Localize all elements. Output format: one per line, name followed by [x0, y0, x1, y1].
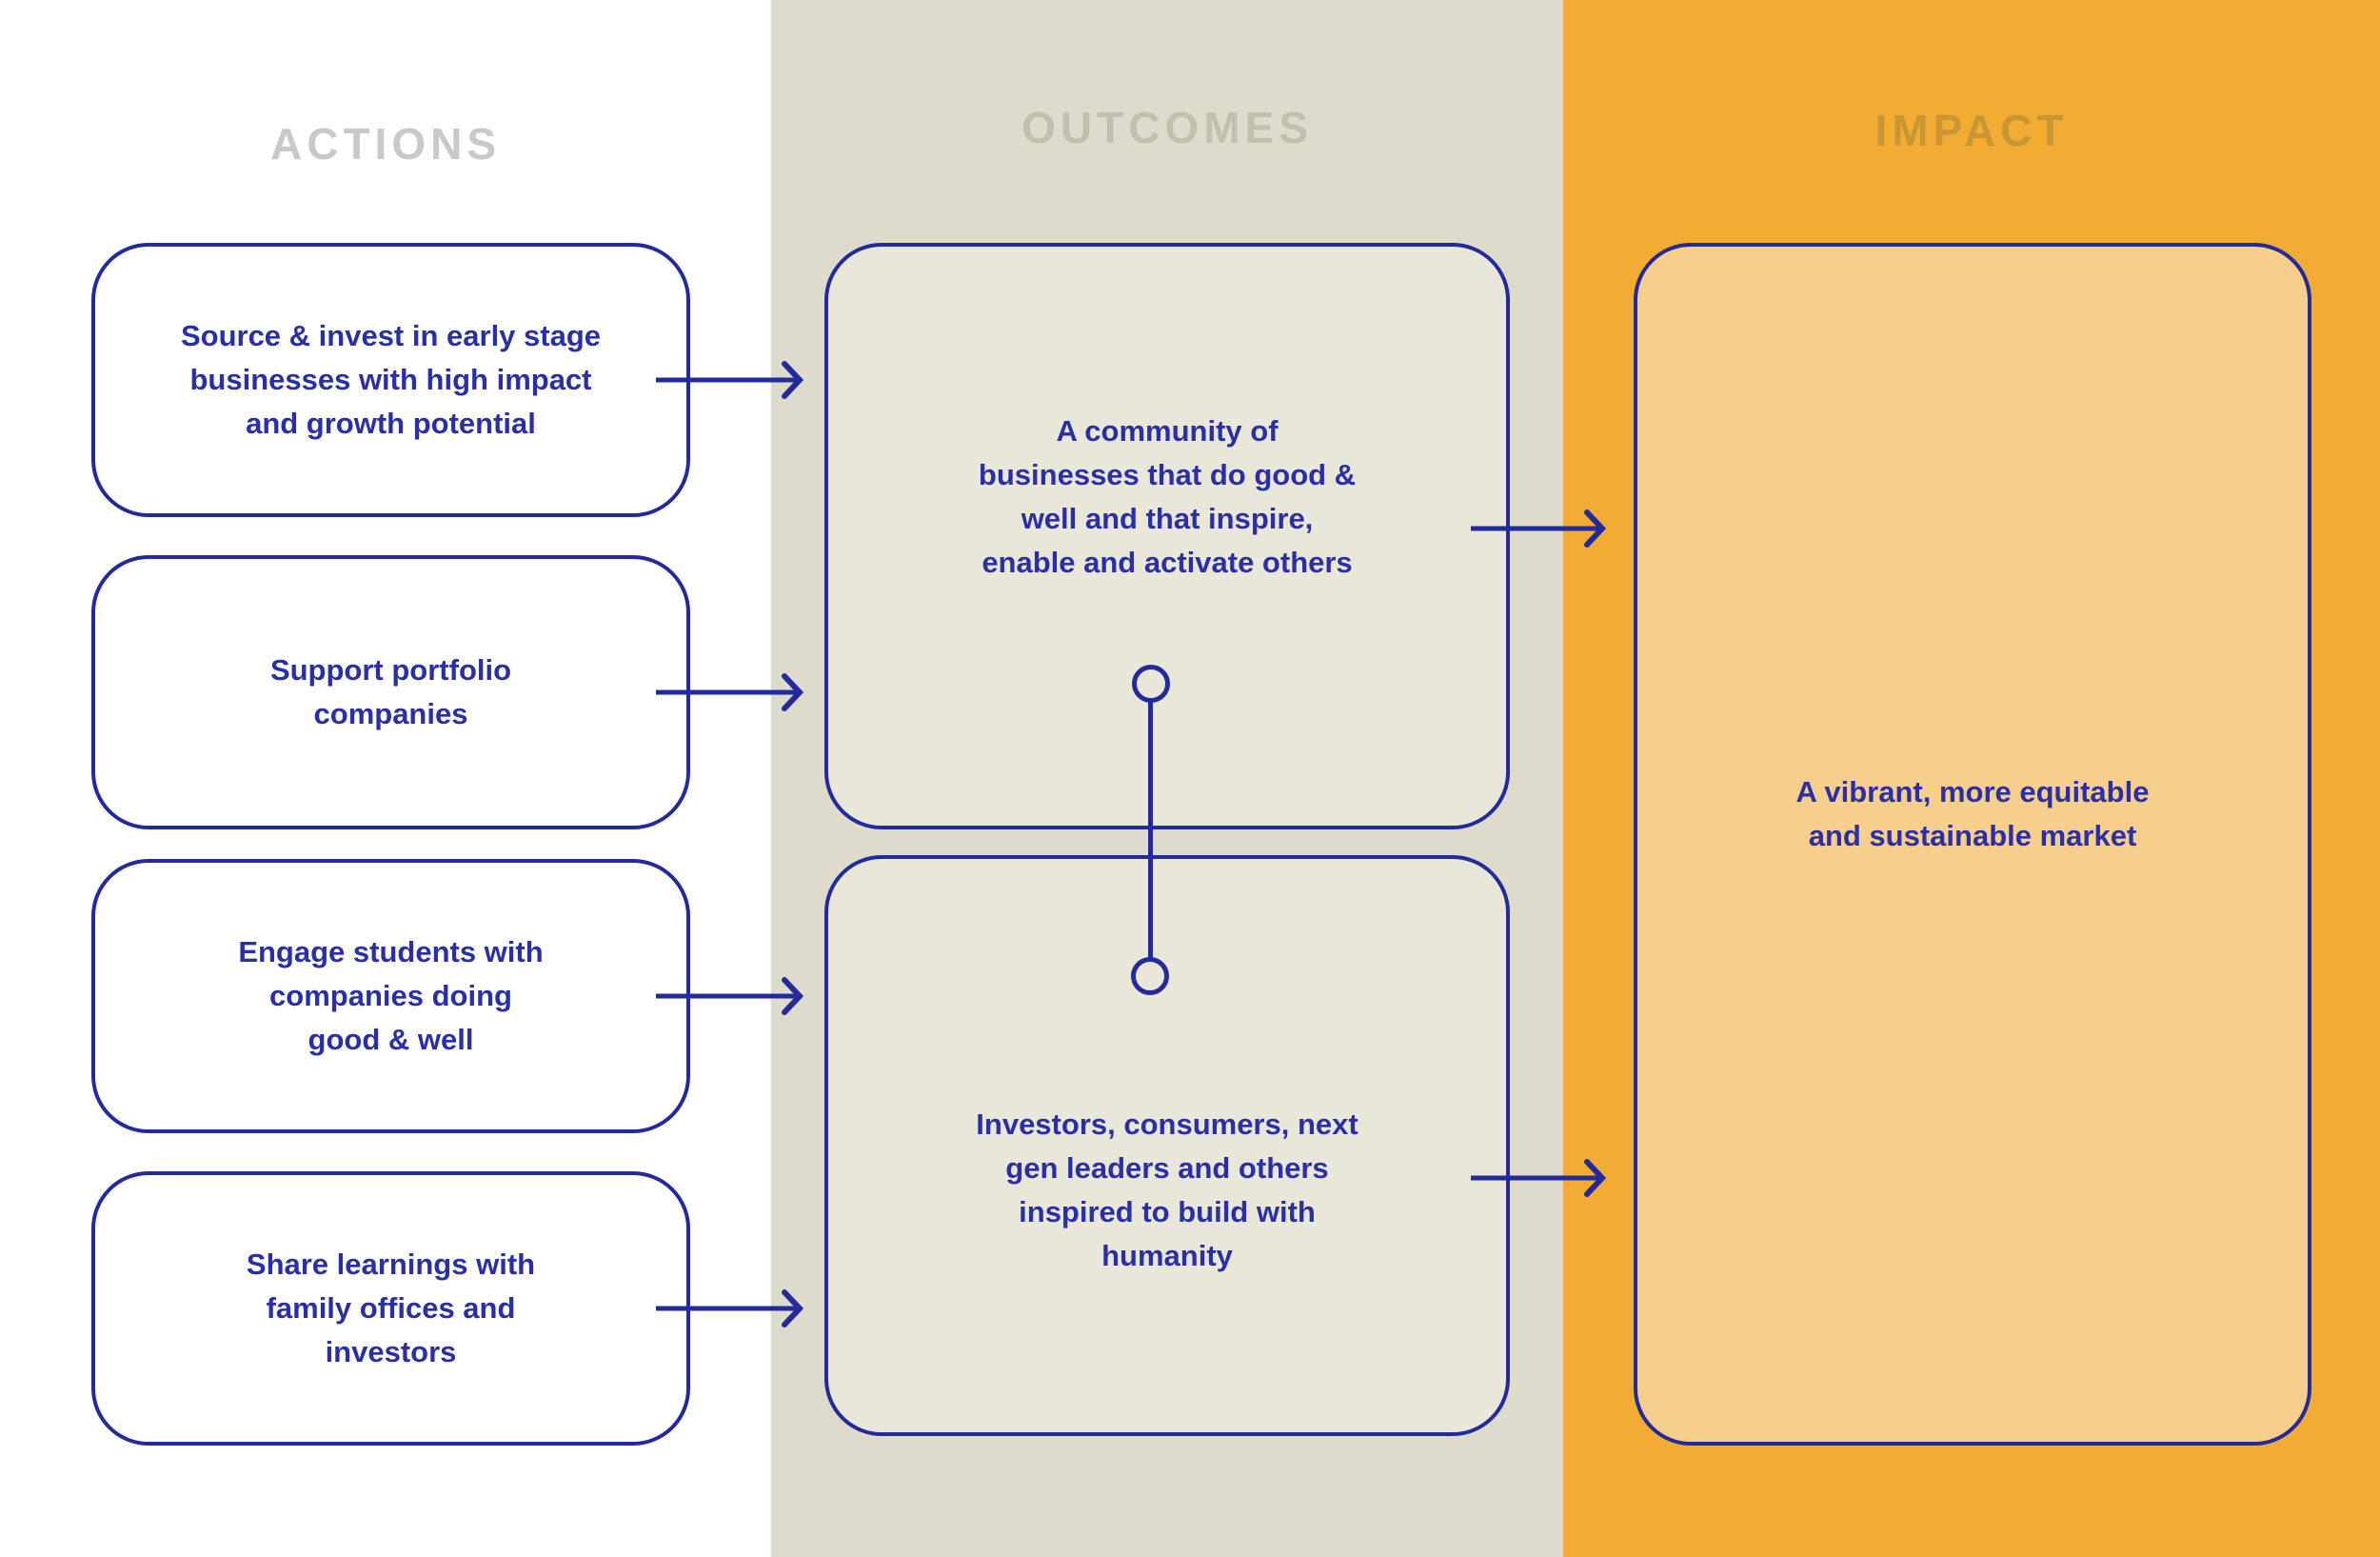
outcome-box-inspired: Investors, consumers, next gen leaders a…: [824, 855, 1510, 1436]
impact-box-vibrant-market-text: A vibrant, more equitable and sustainabl…: [1795, 774, 2150, 852]
outcome-box-community-text: A community of businesses that do good &…: [978, 414, 1357, 579]
action-box-share-learnings-text: Share learnings with family offices and …: [246, 1248, 536, 1368]
column-header-impact: IMPACT: [1874, 106, 2069, 155]
column-header-outcomes: OUTCOMES: [1021, 103, 1313, 152]
flow-arrow-action2-to-outcomes-icon: [656, 673, 804, 711]
action-box-support-portfolio-text: Support portfolio companies: [269, 653, 512, 730]
flow-arrow-outcome2-to-impact-icon: [1471, 1159, 1607, 1197]
outcome-box-inspired-text: Investors, consumers, next gen leaders a…: [976, 1108, 1359, 1272]
column-header-actions: ACTIONS: [270, 119, 501, 169]
connector-line: [1148, 701, 1153, 959]
flow-arrow-outcome1-to-impact-icon: [1471, 509, 1607, 548]
impact-box-vibrant-market: A vibrant, more equitable and sustainabl…: [1634, 243, 2311, 1446]
flow-arrow-action4-to-outcomes-icon: [656, 1289, 804, 1327]
connector-circle-top-icon: [1132, 665, 1170, 703]
action-box-engage-students: Engage students with companies doing goo…: [91, 859, 690, 1133]
flow-arrow-action3-to-outcomes-icon: [656, 977, 804, 1015]
action-box-support-portfolio: Support portfolio companies: [91, 555, 690, 829]
action-box-source-invest: Source & invest in early stage businesse…: [91, 243, 690, 517]
action-box-share-learnings: Share learnings with family offices and …: [91, 1171, 690, 1446]
action-box-engage-students-text: Engage students with companies doing goo…: [238, 935, 544, 1056]
flow-arrow-action1-to-outcomes-icon: [656, 361, 804, 399]
connector-circle-bottom-icon: [1131, 957, 1169, 995]
action-box-source-invest-text: Source & invest in early stage businesse…: [180, 319, 602, 440]
outcome-box-community: A community of businesses that do good &…: [824, 243, 1510, 829]
